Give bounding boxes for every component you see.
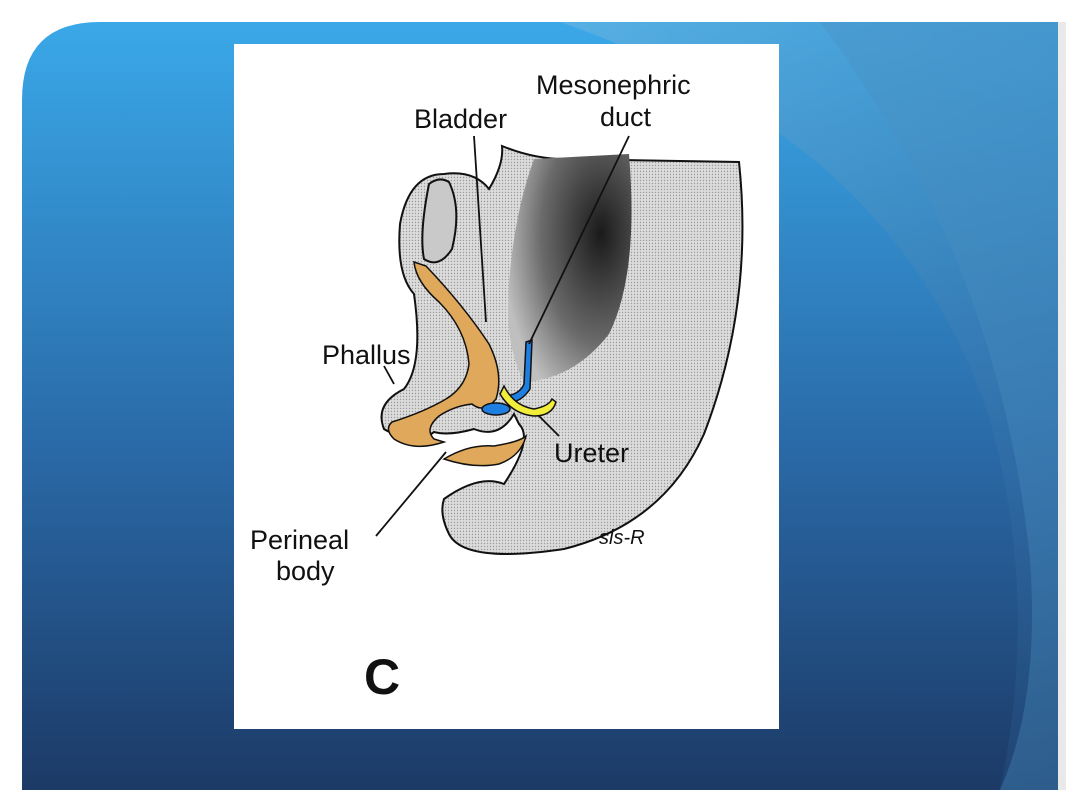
panel-letter: C [364, 649, 400, 705]
embryology-figure: Mesonephric duct Bladder Phallus Ureter … [234, 44, 779, 729]
label-ureter: Ureter [554, 438, 629, 468]
leader-perineal [375, 451, 447, 537]
label-perineal-line2: body [276, 556, 335, 586]
upper-tube [421, 178, 458, 264]
leader-ureter [538, 415, 560, 437]
label-mesonephric-line1: Mesonephric [536, 70, 691, 100]
urogenital-sinus [387, 260, 500, 448]
label-bladder: Bladder [414, 104, 507, 134]
label-phallus: Phallus [322, 340, 411, 370]
leader-phallus [383, 365, 395, 385]
label-mesonephric-line2: duct [600, 102, 652, 132]
perineal-orange [442, 433, 528, 467]
artist-signature: sls-R [599, 527, 645, 549]
duct-loop [481, 402, 511, 416]
leader-bladder [473, 135, 487, 323]
decorative-swoosh [560, 22, 1058, 790]
label-perineal-line1: Perineal [250, 525, 349, 555]
ureter-shape [499, 384, 557, 417]
leader-mesonephric [528, 135, 630, 345]
